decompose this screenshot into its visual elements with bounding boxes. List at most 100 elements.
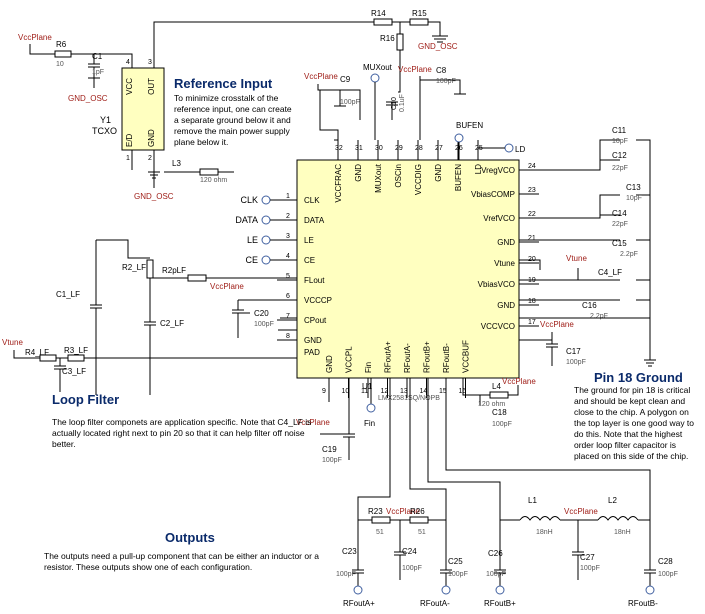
r23-val: 51 [376, 529, 384, 536]
c16-val: 2.2pF [590, 313, 608, 320]
pin-name-left-1: CLK [304, 196, 320, 205]
l3-ref: L3 [172, 159, 181, 168]
bufen-port[interactable] [454, 133, 464, 143]
net-vccplane-1: VccPlane [18, 33, 52, 42]
pin-name-left-7: CPout [304, 316, 327, 325]
pin-num-14: 14 [420, 388, 428, 395]
c8-ref: C8 [436, 66, 447, 75]
pin-name-27: GND [434, 164, 443, 182]
svg-text:4: 4 [126, 59, 130, 66]
c18-ref: C18 [492, 408, 507, 417]
net-vccplane-4: VccPlane [210, 282, 244, 291]
pin-name-left-6: VCCCP [304, 296, 332, 305]
pin-name-18: GND [497, 301, 515, 310]
pin-name-15: RFoutB- [442, 343, 451, 373]
c24-val: 100pF [402, 565, 422, 572]
c27-val: 100pF [580, 565, 600, 572]
c27-ref: C27 [580, 553, 595, 562]
reference-input-text: To minimize crosstalk of the reference i… [174, 93, 292, 147]
c10-val: 0.1uF [399, 94, 406, 112]
pin-name-20: Vtune [494, 259, 515, 268]
pin-name-23: VbiasCOMP [471, 190, 515, 199]
rfouta-plus-port[interactable] [353, 585, 363, 595]
pin-name-left-3: LE [304, 236, 314, 245]
tcxo-ed-label: E/D [125, 133, 134, 147]
outputs-text: The outputs need a pull-up component tha… [44, 551, 320, 572]
ce-port-label: CE [245, 255, 258, 265]
tcxo-out-label: OUT [147, 78, 156, 95]
pin-name-24: VregVCO [481, 166, 515, 175]
r26-ref: R26 [410, 507, 425, 516]
outputs-title: Outputs [165, 530, 215, 545]
net-vccplane-3: VccPlane [398, 65, 432, 74]
rfouta-minus-label: RFoutA- [420, 599, 450, 608]
pin-name-14: RFoutB+ [423, 341, 432, 373]
rfouta-plus-label: RFoutA+ [343, 599, 375, 608]
r16-ref: R16 [380, 34, 395, 43]
l1-val: 18nH [536, 529, 553, 536]
l1-ref: L1 [528, 496, 537, 505]
c9-val: 100pF [340, 99, 360, 106]
c25-val: 100pF [448, 571, 468, 578]
l4-val: 120 ohm [478, 401, 505, 408]
muxout-port[interactable] [370, 73, 380, 83]
net-vccplane-5: VccPlane [540, 320, 574, 329]
pin-num-1: 1 [286, 193, 290, 200]
pin-name-10: VCCPL [345, 346, 354, 373]
c1-ref: C1 [92, 52, 103, 61]
r4-lf-ref: R4_LF [25, 348, 49, 357]
clk-port[interactable] [261, 195, 271, 205]
fin-port[interactable] [366, 403, 376, 413]
ce-port[interactable] [261, 255, 271, 265]
net-gnd-osc-3: GND_OSC [134, 192, 174, 201]
pin-name-17: VCCVCO [481, 322, 515, 331]
l4-ref: L4 [492, 382, 501, 391]
data-port[interactable] [261, 215, 271, 225]
c25-ref: C25 [448, 557, 463, 566]
tcxo-vcc-label: VCC [125, 78, 134, 95]
c12-ref: C12 [612, 151, 627, 160]
rfouta-minus-port[interactable] [441, 585, 451, 595]
pin-name-21: GND [497, 238, 515, 247]
u1-ref: U1 [362, 382, 373, 391]
c17-ref: C17 [566, 347, 581, 356]
rfoutb-minus-port[interactable] [645, 585, 655, 595]
r2p-lf-ref: R2pLF [162, 266, 186, 275]
r2-lf-ref: R2_LF [122, 263, 146, 272]
muxout-label: MUXout [363, 63, 393, 72]
pin-name-left-pad: PAD [304, 348, 320, 357]
bufen-label: BUFEN [456, 121, 483, 130]
c12-val: 22pF [612, 165, 628, 172]
c28-ref: C28 [658, 557, 673, 566]
c17-val: 100pF [566, 359, 586, 366]
c2-lf-ref: C2_LF [160, 319, 184, 328]
r3-lf-ref: R3_LF [64, 346, 88, 355]
pin-num-24: 24 [528, 163, 536, 170]
c19-val: 100pF [322, 457, 342, 464]
r14-ref: R14 [371, 9, 386, 18]
pin-num-6: 6 [286, 293, 290, 300]
pin-num-8: 8 [286, 333, 290, 340]
c9-ref: C9 [340, 75, 351, 84]
net-vccplane-7: VccPlane [502, 377, 536, 386]
data-port-label: DATA [235, 215, 258, 225]
svg-text:1: 1 [126, 155, 130, 162]
c20-ref: C20 [254, 309, 269, 318]
r26-val: 51 [418, 529, 426, 536]
net-vccplane-8: VccPlane [386, 507, 420, 516]
c23-ref: C23 [342, 547, 357, 556]
fin-label: Fin [364, 419, 375, 428]
c3-lf-ref: C3_LF [62, 367, 86, 376]
le-port-label: LE [247, 235, 258, 245]
pin-num-12: 12 [381, 388, 389, 395]
pin-name-left-5: FLout [304, 276, 325, 285]
le-port[interactable] [261, 235, 271, 245]
ld-port[interactable] [504, 143, 514, 153]
pin-name-30: MUXout [374, 163, 383, 193]
rfoutb-plus-port[interactable] [495, 585, 505, 595]
pin-num-22: 22 [528, 211, 536, 218]
net-gnd-osc-2: GND_OSC [418, 42, 458, 51]
net-gnd-osc-1: GND_OSC [68, 94, 108, 103]
pin-num-2: 2 [286, 213, 290, 220]
